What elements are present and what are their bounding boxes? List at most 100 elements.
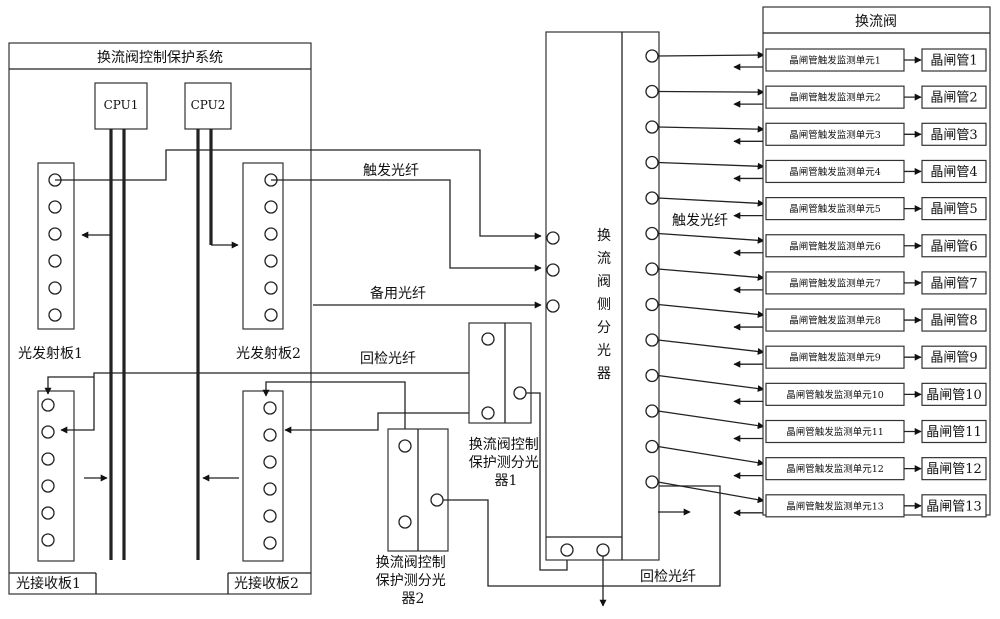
trigger-fiber-2 (657, 88, 765, 96)
splitter-1-feed-line (526, 392, 568, 571)
tx2-port-3 (264, 227, 278, 241)
return-fiber-to-rx2-top (262, 381, 406, 446)
splitter-char-3: 阀 (597, 274, 611, 290)
trigger-fiber-tx1 (55, 149, 542, 240)
rx2-port-3 (263, 455, 277, 469)
thyristor-label-8: 晶闸管8 (930, 314, 977, 329)
thyristor-label-6: 晶闸管6 (930, 239, 977, 254)
trigger-monitor-unit-label-1: 晶闸管触发监测单元1 (789, 55, 881, 67)
thyristor-2 (921, 85, 987, 109)
thyristor-11 (921, 419, 987, 444)
protection-splitter-1-port-b (481, 406, 495, 420)
splitter-output-port-8 (645, 297, 659, 312)
tx-board-2-label: 光发射板2 (236, 346, 301, 362)
splitter-char-2: 流 (597, 251, 611, 267)
thyristor-label-2: 晶闸管2 (930, 91, 977, 106)
splitter-bottom-port-1 (560, 543, 574, 557)
protection-splitter-1-port-in (513, 386, 527, 400)
rx2-port-1 (263, 401, 277, 415)
cpu1-box (94, 82, 148, 130)
tx1-port-4 (48, 254, 62, 268)
tx1-port-6 (48, 308, 62, 322)
splitter-bottom-port-2 (596, 543, 610, 557)
cpu2-box (184, 82, 232, 130)
tx1-port-5 (48, 281, 62, 295)
rx1-port-2 (41, 425, 55, 439)
tx2-port-4 (264, 254, 278, 268)
trigger-fiber-4 (657, 161, 765, 170)
trigger-monitor-unit-label-6: 晶闸管触发监测单元6 (789, 240, 881, 252)
splitter-output-port-7 (645, 262, 659, 276)
thyristor-8 (921, 308, 987, 332)
thyristor-label-12: 晶闸管12 (926, 462, 982, 477)
converter-valve-title: 换流阀 (855, 13, 897, 30)
thyristor-13 (921, 494, 987, 518)
trigger-monitor-unit-label-9: 晶闸管触发监测单元9 (789, 352, 881, 364)
splitter-output-port-12 (645, 439, 659, 454)
splitter-output-port-5 (645, 191, 659, 205)
trigger-fiber-tx2 (271, 179, 542, 272)
trigger-fiber-11 (657, 410, 765, 430)
trigger-fiber-10 (657, 374, 765, 393)
thyristor-label-1: 晶闸管1 (930, 54, 977, 69)
optical-rx-board-1 (37, 390, 75, 562)
thyristor-label-9: 晶闸管9 (930, 351, 977, 366)
thyristor-12 (921, 457, 987, 481)
thyristor-label-7: 晶闸管7 (930, 276, 977, 291)
protection-splitter-1-label: 换流阀控制 保护测分光 器1 (469, 436, 543, 489)
thyristor-label-3: 晶闸管3 (930, 128, 977, 143)
rx1-port-5 (41, 506, 55, 520)
splitter-input-spare (546, 299, 560, 313)
tx1-port-2 (48, 200, 62, 214)
splitter-char-5: 分 (597, 320, 611, 336)
trigger-fiber-13 (657, 481, 765, 504)
trigger-fiber-5 (657, 197, 765, 207)
trigger-monitor-unit-label-5: 晶闸管触发监测单元5 (789, 203, 881, 215)
trigger-fiber-7 (657, 268, 765, 281)
splitter-output-port-4 (645, 155, 659, 170)
rx1-port-3 (41, 452, 55, 466)
splitter-output-ports (645, 49, 765, 517)
rx-board-2-label: 光接收板2 (234, 575, 299, 592)
return-fiber-bottom (443, 485, 721, 587)
splitter-output-port-2 (645, 84, 659, 99)
rx2-port-2 (263, 428, 277, 442)
thyristor-3 (921, 122, 987, 146)
protection-splitter-2-port-in (430, 493, 444, 507)
splitter-input-1 (546, 231, 560, 245)
return-fiber-label-left: 回检光纤 (360, 351, 416, 367)
trigger-fiber-12 (657, 445, 765, 467)
tx2-port-5 (264, 281, 278, 295)
splitter-char-1: 换 (597, 227, 611, 244)
trigger-monitor-unit-label-7: 晶闸管触发监测单元7 (789, 277, 881, 289)
trigger-fiber-8 (657, 303, 765, 318)
splitter-input-2 (546, 263, 560, 277)
trigger-monitor-unit-label-11: 晶闸管触发监测单元11 (786, 426, 884, 438)
splitter-output-port-13 (645, 475, 659, 489)
trigger-fiber-6 (657, 232, 765, 244)
trigger-fiber-3 (657, 125, 765, 133)
protection-splitter-1-port-a (481, 332, 495, 346)
thyristor-label-5: 晶闸管5 (930, 202, 977, 217)
rx1-port-4 (41, 479, 55, 493)
return-fiber-to-rx1-top (44, 376, 94, 395)
thyristor-4 (921, 159, 987, 184)
spare-fiber-label: 备用光纤 (370, 285, 426, 302)
protection-splitter-2-port-b (398, 515, 412, 529)
trigger-fiber-1 (657, 51, 765, 59)
trigger-monitor-unit-label-10: 晶闸管触发监测单元10 (786, 389, 884, 401)
system-title: 换流阀控制保护系统 (97, 49, 223, 66)
thyristor-9 (921, 345, 987, 369)
splitter-char-7: 器 (597, 366, 611, 382)
splitter-output-port-10 (645, 368, 659, 383)
valve-side-splitter (545, 31, 660, 561)
tx-board-1-label: 光发射板1 (18, 346, 83, 362)
thyristor-label-11: 晶闸管11 (926, 425, 982, 440)
thyristor-5 (921, 197, 987, 221)
tx2-port-2 (264, 200, 278, 214)
optical-tx-board-1 (37, 162, 75, 330)
